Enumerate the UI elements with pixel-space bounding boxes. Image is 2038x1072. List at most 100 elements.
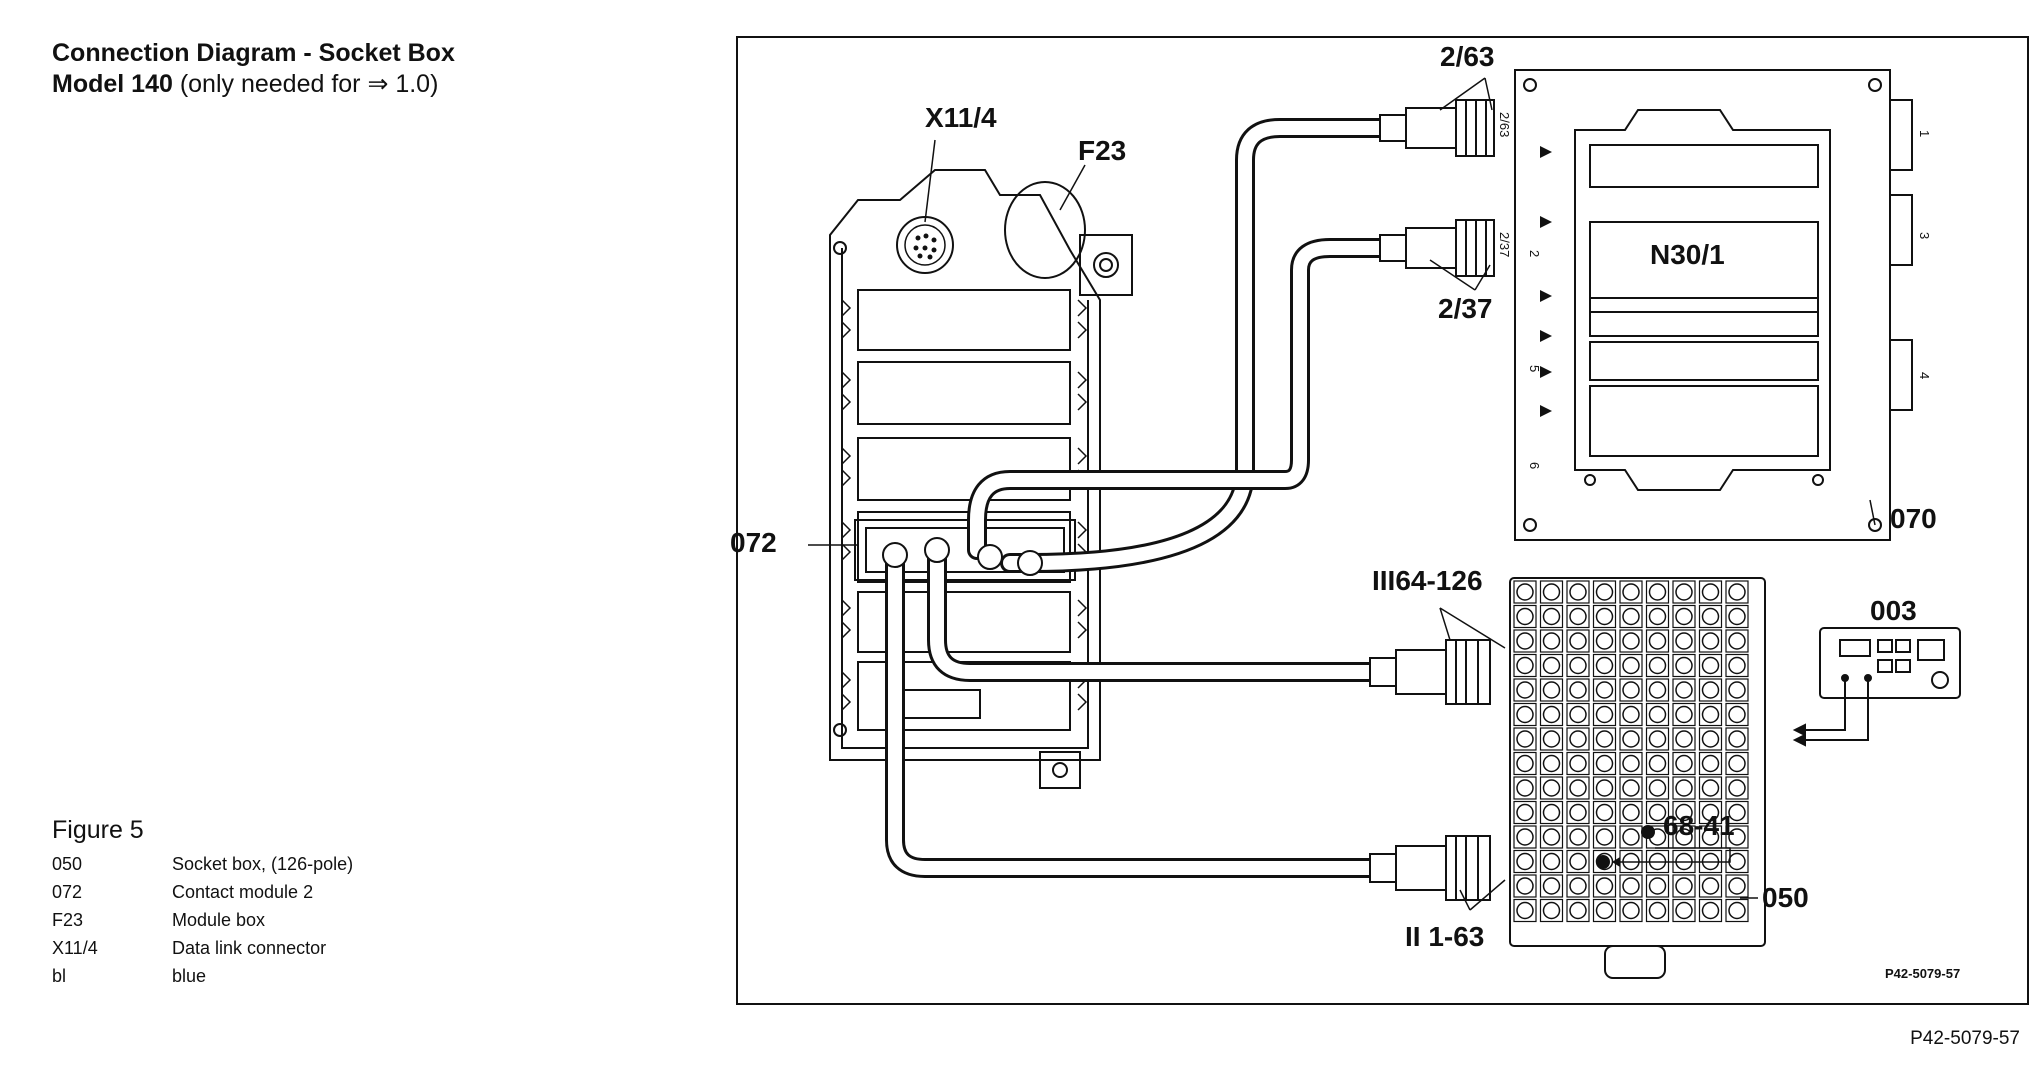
diagram-heading: Connection Diagram - Socket Box Model 14… <box>52 38 455 100</box>
latch <box>841 299 852 339</box>
socket-cell <box>1566 653 1590 678</box>
socket-hole <box>1622 901 1640 920</box>
socket-cell <box>1539 800 1564 825</box>
socket-hole <box>1595 901 1614 920</box>
socket-hole <box>1516 828 1534 846</box>
socket-hole <box>1675 730 1693 748</box>
socket-hole <box>1542 607 1561 626</box>
socket-cell <box>1619 604 1643 629</box>
socket-cell <box>1672 800 1696 825</box>
socket-cell <box>1592 604 1617 629</box>
socket-hole <box>1595 705 1614 724</box>
socket-cell <box>1539 653 1564 678</box>
diagram-frame <box>736 36 2029 1005</box>
socket-cell <box>1592 825 1617 849</box>
socket-hole <box>1648 705 1667 724</box>
socket-hole <box>1728 583 1746 601</box>
cable-iii-64-126 <box>927 543 1380 682</box>
socket-cell <box>1592 776 1617 800</box>
socket-cell <box>1566 776 1590 800</box>
socket-cell <box>1672 776 1696 800</box>
footer-reference: P42-5079-57 <box>1910 1028 2020 1049</box>
socket-cell <box>1672 727 1696 751</box>
socket-hole <box>1595 730 1614 748</box>
socket-number-5: 5 <box>1527 365 1542 372</box>
socket-hole <box>1542 632 1561 650</box>
socket-hole <box>1728 705 1746 724</box>
socket-cell <box>1725 776 1749 800</box>
socket-cell <box>1698 653 1723 678</box>
socket-cell <box>1725 653 1749 678</box>
plug-2-37 <box>1379 219 1495 277</box>
socket-number-1: 1 <box>1917 130 1932 137</box>
socket-cell <box>1566 849 1590 874</box>
socket-hole <box>1622 632 1640 650</box>
socket-hole <box>1542 681 1561 699</box>
socket-cell <box>1539 702 1564 727</box>
latch <box>841 599 852 639</box>
plug-2-63 <box>1379 99 1495 157</box>
socket-cell <box>1513 898 1537 923</box>
socket-cell <box>1672 751 1696 776</box>
plug-iii-64-126 <box>1369 639 1491 705</box>
socket-cell <box>1725 629 1749 653</box>
socket-hole <box>1701 803 1720 822</box>
socket-hole <box>1516 779 1534 797</box>
socket-cell <box>1566 604 1590 629</box>
socket-cell <box>1513 874 1537 898</box>
socket-cell <box>1619 727 1643 751</box>
socket-cell <box>1725 604 1749 629</box>
socket-cell <box>1566 800 1590 825</box>
label-inner-reference: P42-5079-57 <box>1885 966 1960 981</box>
control-unit-box-070 <box>1514 69 1913 541</box>
socket-hole <box>1622 754 1640 773</box>
socket-hole <box>1569 803 1587 822</box>
socket-hole <box>1622 730 1640 748</box>
heading-line-2: Model 140 (only needed for ⇒ 1.0) <box>52 70 439 98</box>
socket-hole <box>1595 828 1614 846</box>
socket-cell <box>1539 580 1564 604</box>
socket-cell <box>1619 874 1643 898</box>
socket-cell <box>1645 702 1670 727</box>
socket-cell <box>1592 702 1617 727</box>
socket-cell <box>1513 629 1537 653</box>
socket-hole <box>1569 632 1587 650</box>
socket-hole <box>1622 607 1640 626</box>
socket-hole <box>1569 877 1587 895</box>
socket-hole <box>1622 656 1640 675</box>
socket-cell <box>1592 727 1617 751</box>
socket-number-2: 2 <box>1527 250 1542 257</box>
f23-latches <box>841 299 1088 711</box>
socket-cell <box>1566 629 1590 653</box>
socket-hole <box>1622 681 1640 699</box>
port-label-2-37: 2/37 <box>1497 232 1512 257</box>
socket-hole <box>1622 779 1640 797</box>
socket-hole <box>1675 583 1693 601</box>
socket-hole <box>1648 681 1667 699</box>
socket-hole <box>1622 803 1640 822</box>
socket-hole <box>1569 681 1587 699</box>
socket-cell <box>1513 702 1537 727</box>
socket-hole <box>1648 730 1667 748</box>
socket-cell <box>1539 678 1564 702</box>
socket-cell <box>1698 702 1723 727</box>
socket-hole <box>1569 852 1587 871</box>
latch <box>841 671 852 711</box>
socket-cell <box>1672 678 1696 702</box>
socket-cell <box>1619 702 1643 727</box>
socket-hole <box>1675 877 1693 895</box>
label-ii-1-63: II 1-63 <box>1405 921 1484 952</box>
socket-cell <box>1645 678 1670 702</box>
socket-hole <box>1516 583 1534 601</box>
socket-cell <box>1619 678 1643 702</box>
socket-hole <box>1728 852 1746 871</box>
socket-cell <box>1513 751 1537 776</box>
label-68-41: 68-41 <box>1663 810 1735 841</box>
socket-hole <box>1648 901 1667 920</box>
socket-hole <box>1728 681 1746 699</box>
label-n30-1: N30/1 <box>1650 239 1725 270</box>
socket-cell <box>1513 678 1537 702</box>
socket-hole <box>1701 681 1720 699</box>
socket-hole <box>1622 583 1640 601</box>
socket-cell <box>1725 898 1749 923</box>
